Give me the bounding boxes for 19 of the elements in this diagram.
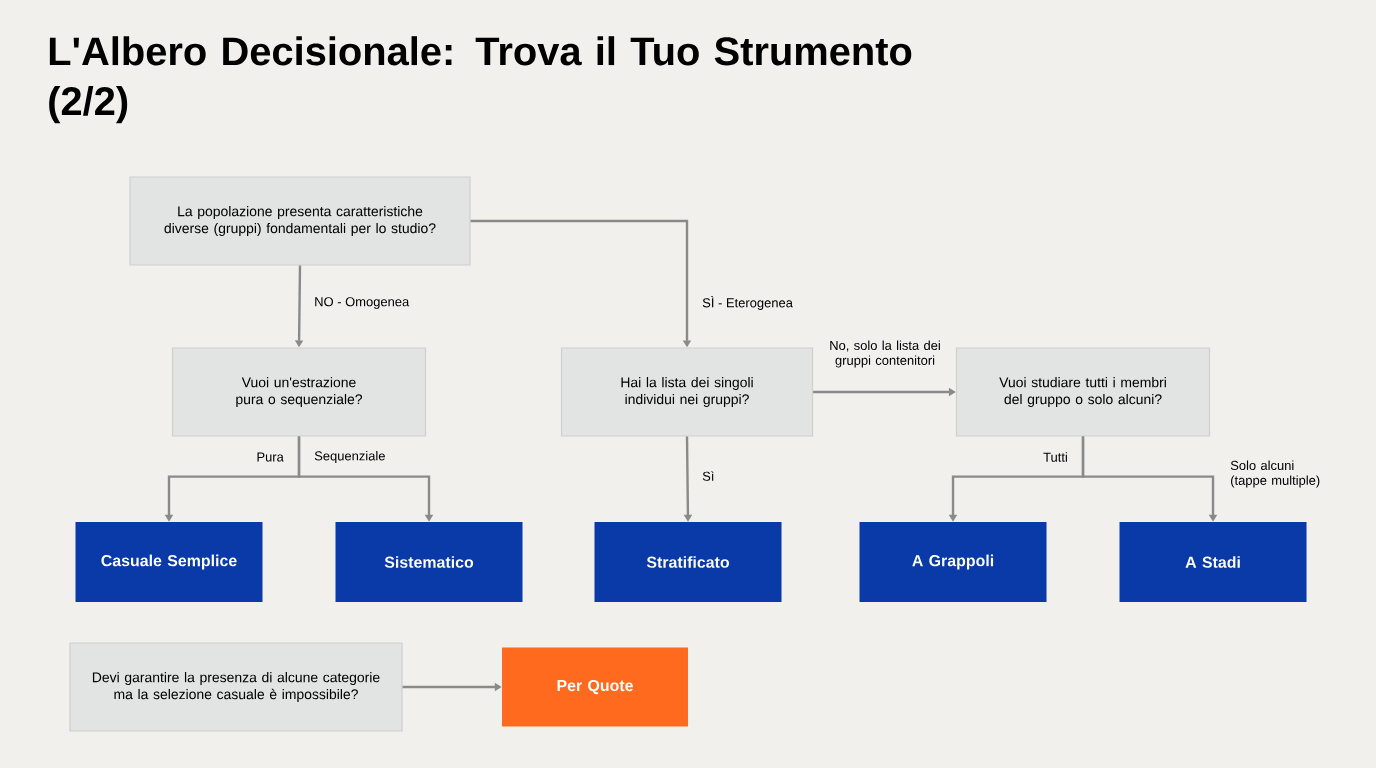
question-box: Devi garantire la presenza di alcune categorie ma la selezione casuale è impossibile? <box>69 642 403 732</box>
question-box: Hai la lista dei singoli individui nei gruppi? <box>560 347 814 437</box>
edge-label: SÌ - Eterogenea <box>700 294 795 312</box>
result-box: Sistematico <box>335 522 523 602</box>
edge-label: Solo alcuni (tappe multiple) <box>1228 458 1328 490</box>
question-box: Vuoi studiare tutti i membri del gruppo o solo alcuni? <box>955 347 1211 437</box>
edge-label: Tutti <box>1041 450 1070 464</box>
question-box: La popolazione presenta caratteristiche diverse (gruppi) fondamentali per lo studio? <box>129 176 471 266</box>
edge-label: No, solo la lista dei gruppi contenitori <box>818 338 952 370</box>
title: L'Albero Decisionale: Trova il Tuo Strumento (2/2) <box>49 36 912 124</box>
result-box: A Stadi <box>1119 522 1307 602</box>
edge-label: NO - Omogenea <box>312 295 412 311</box>
result-box: Stratificato <box>594 522 782 602</box>
question-box: Vuoi un'estrazione pura o sequenziale? <box>171 347 427 437</box>
edge-label: Pura <box>254 450 286 464</box>
result-box: Casuale Semplice <box>75 522 263 602</box>
result-box: A Grappoli <box>859 522 1047 602</box>
edge-label: Sì <box>700 469 717 483</box>
result-box: Per Quote <box>502 647 688 727</box>
